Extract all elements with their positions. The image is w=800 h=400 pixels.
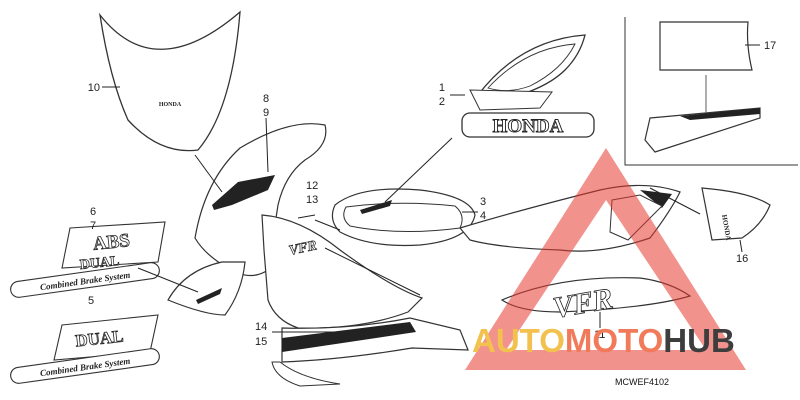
callout-7: 7 (90, 220, 96, 232)
abs-cbs-decal-upper: ABS DUAL Combined Brake System (10, 221, 166, 298)
callout-2: 2 (439, 96, 445, 108)
honda-wing-text: HONDA (493, 116, 564, 137)
watermark: AUTOMOTOHUB (465, 148, 746, 370)
callout-3: 3 (480, 196, 486, 208)
callout-15: 15 (255, 336, 267, 348)
cbs-decal-lower: DUAL Combined Brake System (10, 314, 160, 384)
leader-lines (102, 44, 760, 333)
callout-4: 4 (480, 210, 486, 222)
callout-14: 14 (255, 321, 267, 333)
vfr-small: VFR (288, 238, 319, 258)
callout-5: 5 (88, 295, 94, 307)
callout-6: 6 (90, 206, 96, 218)
callout-16: 16 (736, 253, 748, 265)
rear-cowl-decal: HONDA (701, 187, 771, 241)
callout-17: 17 (764, 40, 776, 52)
callout-10: 10 (88, 82, 100, 94)
dual-text-lower: DUAL (74, 327, 124, 351)
watermark-hub: HUB (663, 322, 735, 359)
callouts: 1 2 3 4 5 6 7 8 9 10 11 12 13 14 15 16 1… (88, 40, 777, 348)
callout-9: 9 (263, 107, 269, 119)
callout-8: 8 (263, 93, 269, 105)
watermark-text: AUTOMOTOHUB (472, 322, 735, 359)
callout-13: 13 (306, 194, 318, 206)
callout-12: 12 (306, 180, 318, 192)
callout-11: 11 (594, 329, 605, 341)
abs-text: ABS (92, 230, 131, 255)
windscreen-logo: HONDA (159, 102, 182, 108)
part-code: MCWEF4102 (615, 377, 669, 387)
watermark-triangle (465, 148, 746, 370)
windscreen: HONDA (98, 10, 241, 152)
seat-cowl-inset (624, 17, 798, 166)
watermark-moto: MOTO (565, 322, 663, 359)
callout-1: 1 (439, 82, 445, 94)
honda-wing-emblem: HONDA (461, 34, 595, 138)
watermark-auto: AUTO (472, 322, 565, 359)
